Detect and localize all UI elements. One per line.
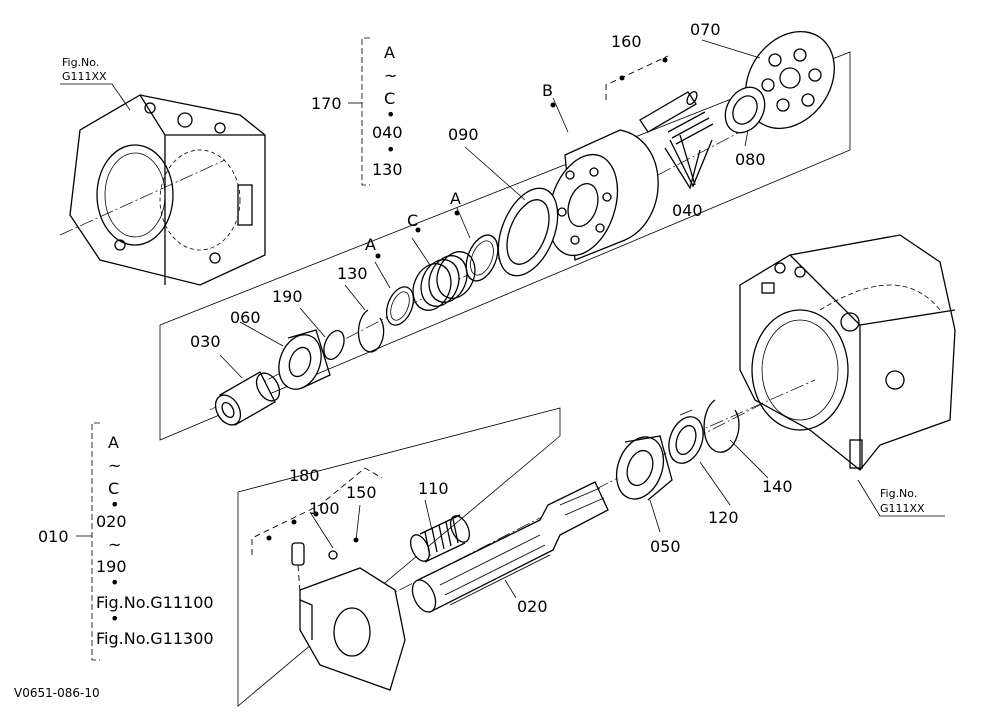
callout-B: B (542, 81, 553, 100)
callout-180: 180 (289, 466, 320, 485)
svg-text:C: C (108, 479, 119, 498)
group-170-bracket (348, 37, 370, 186)
callout-090: 090 (448, 125, 479, 144)
housing-top-left (59, 94, 266, 286)
callout-030: 030 (190, 332, 221, 351)
callout-C: C (407, 211, 418, 230)
callout-020: 020 (517, 597, 548, 616)
callout-190: 190 (272, 287, 303, 306)
part-140-snap-ring (703, 399, 740, 453)
part-A-ring-left (385, 286, 415, 326)
callout-080: 080 (735, 150, 766, 169)
leader-lines (219, 39, 769, 599)
part-160-pins (639, 90, 714, 145)
svg-text:Fig.No.G11100: Fig.No.G11100 (96, 593, 214, 612)
part-090-plate (497, 187, 559, 277)
fig-ref-code-right: G111XX (880, 502, 925, 515)
group-010-number: 010 (38, 527, 69, 546)
callout-100: 100 (309, 499, 340, 518)
callout-110: 110 (418, 479, 449, 498)
callout-A-right: A (450, 189, 461, 208)
callout-130: 130 (337, 264, 368, 283)
svg-text:A: A (384, 43, 395, 62)
callout-070: 070 (690, 20, 721, 39)
callout-040: 040 (672, 201, 703, 220)
svg-text:•: • (110, 609, 119, 628)
fig-ref-code-top: G111XX (62, 70, 107, 83)
part-C-spring (412, 251, 476, 311)
figure-code: V0651-086-10 (14, 686, 100, 700)
part-050-bearing (615, 435, 673, 501)
svg-text:C: C (384, 89, 395, 108)
svg-text:Fig.No.G11300: Fig.No.G11300 (96, 629, 214, 648)
housing-right (689, 234, 956, 471)
svg-text:•: • (110, 495, 119, 514)
part-180-cover (291, 542, 406, 691)
svg-text:190: 190 (96, 557, 127, 576)
bracket-180 (251, 467, 383, 555)
part-120-seal (668, 416, 704, 464)
svg-text:020: 020 (96, 512, 127, 531)
part-030-sleeve (214, 371, 281, 426)
callout-140: 140 (762, 477, 793, 496)
svg-text:~: ~ (108, 456, 121, 475)
bracket-160 (605, 55, 669, 100)
svg-text:•: • (386, 105, 395, 124)
svg-text:•: • (110, 573, 119, 592)
svg-text:130: 130 (372, 160, 403, 179)
part-040-pistons (664, 134, 713, 190)
part-060-bearing (278, 329, 331, 390)
group-010-bracket (76, 422, 100, 661)
callout-120: 120 (708, 508, 739, 527)
part-110-spring (409, 514, 471, 563)
svg-text:~: ~ (384, 66, 397, 85)
callout-A-left: A (365, 235, 376, 254)
group-170-number: 170 (311, 94, 342, 113)
part-callouts: 160 070 B 090 080 040 A C A 130 190 060 … (190, 20, 793, 616)
part-080-bearing (724, 86, 766, 134)
svg-text:~: ~ (108, 535, 121, 554)
lower-group-frame (237, 407, 561, 707)
group-010-list: A ~ C • 020 ~ 190 • Fig.No.G11100 • Fig.… (96, 433, 214, 648)
svg-text:•: • (386, 140, 395, 159)
part-130-snap-ring (357, 309, 385, 353)
callout-060: 060 (230, 308, 261, 327)
part-B-cylinder-block (547, 129, 659, 261)
group-170-list: A ~ C • 040 • 130 (372, 43, 403, 179)
callout-050: 050 (650, 537, 681, 556)
svg-text:040: 040 (372, 123, 403, 142)
part-190-washer (323, 330, 345, 360)
svg-text:A: A (108, 433, 119, 452)
fig-ref-label-top: Fig.No. (62, 56, 99, 69)
callout-160: 160 (611, 32, 642, 51)
part-020-shaft (411, 481, 609, 613)
callout-150: 150 (346, 483, 377, 502)
fig-ref-label-right: Fig.No. (880, 487, 917, 500)
